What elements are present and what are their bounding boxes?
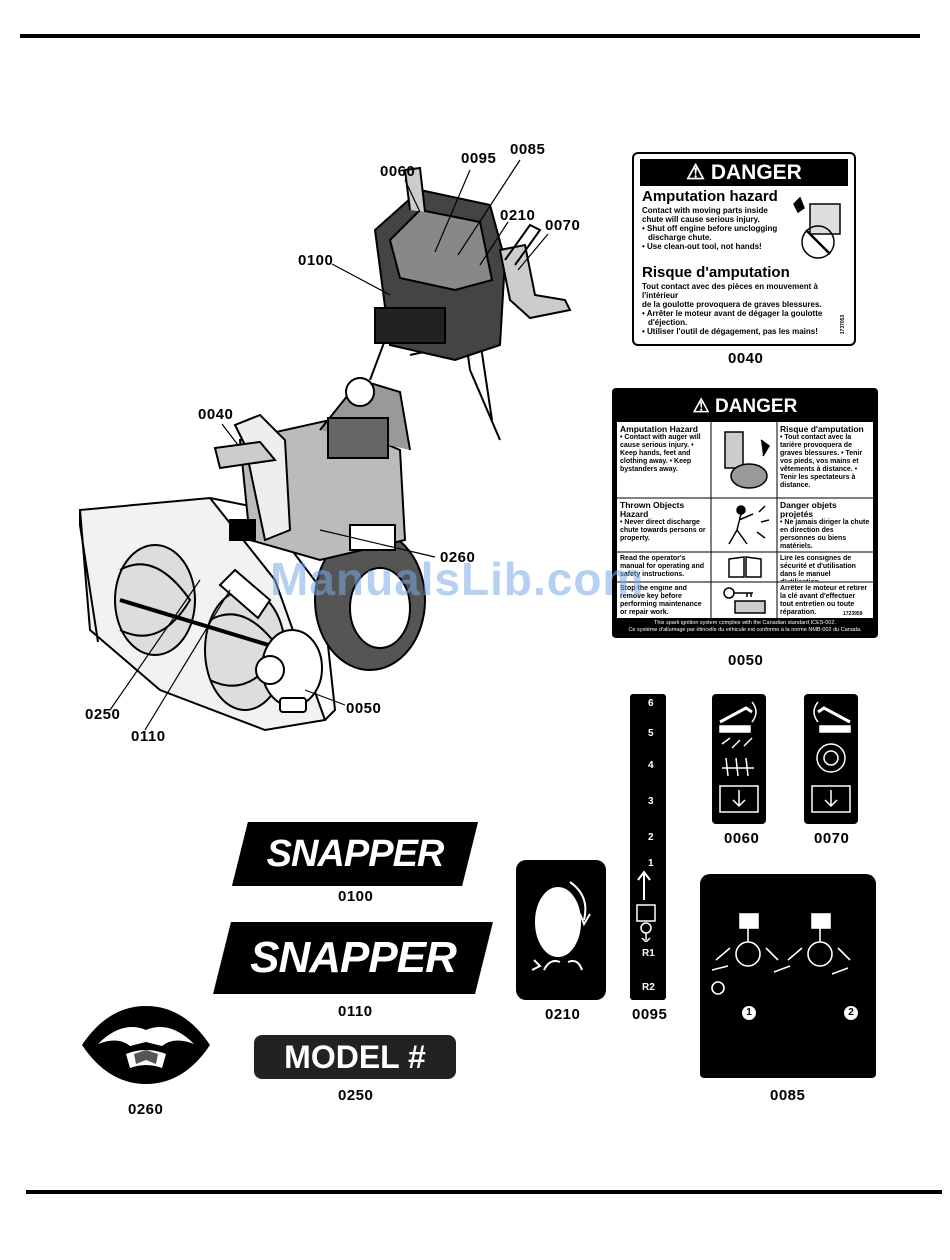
label-body: Amputation Hazard• Contact with auger wi… [617, 422, 873, 618]
amp-en-cell: Amputation Hazard• Contact with auger wi… [620, 425, 701, 473]
snowblower-illustration [78, 159, 572, 732]
part-label-0060: 0060 [380, 163, 416, 180]
part-label-0100-decal: 0100 [338, 888, 374, 905]
warning-triangle-icon: ⚠ [686, 161, 705, 184]
chute-rotation-decal-0210 [516, 860, 606, 1000]
part-label-0085: 0085 [510, 141, 546, 158]
en-text: Contact with moving parts inside chute w… [642, 206, 778, 251]
part-label-0210-decal: 0210 [545, 1006, 581, 1023]
bottom-rule [26, 1190, 942, 1194]
part-label-0260-decal: 0260 [128, 1101, 164, 1118]
watermark: ManualsLib.com [270, 553, 645, 605]
tick-2: 2 [648, 832, 654, 843]
part-label-0095: 0095 [461, 150, 497, 167]
part-label-0260: 0260 [440, 549, 476, 566]
forward-arrow-icon [637, 870, 651, 900]
dashboard-controls-icon [711, 913, 851, 995]
reverse-r2: R2 [642, 982, 655, 993]
part-label-0100: 0100 [298, 252, 334, 269]
dashboard-decal-0085: 1 2 [700, 874, 876, 1078]
tick-1: 1 [648, 858, 654, 869]
operator-icon [636, 904, 656, 942]
part-label-0110-decal: 0110 [338, 1003, 373, 1020]
part-label-0110: 0110 [131, 728, 166, 745]
part-label-0050-decal: 0050 [728, 652, 764, 669]
part-label-0070: 0070 [545, 217, 581, 234]
part-label-0060-decal: 0060 [724, 830, 760, 847]
fr-text: Tout contact avec des pièces en mouvemen… [642, 282, 823, 336]
step-1-badge: 1 [742, 1006, 756, 1020]
reverse-r1: R1 [642, 948, 655, 959]
danger-header: ⚠ DANGER [640, 159, 848, 186]
label-footer: This spark ignition system complies with… [628, 620, 862, 633]
label-grid [617, 422, 873, 618]
manual-book-icon [728, 556, 762, 578]
part-label-0095-decal: 0095 [632, 1006, 668, 1023]
read-fr-cell: Lire les consignes de sécurité et d'util… [780, 555, 856, 581]
label-code: 1737053 [840, 314, 847, 335]
tick-5: 5 [648, 728, 654, 739]
part-label-0210: 0210 [500, 207, 536, 224]
tick-6: 6 [648, 698, 654, 709]
thrown-objects-icon [728, 505, 770, 545]
drive-control-decal-0070 [804, 694, 858, 824]
danger-label-0050: ⚠ DANGER Amputation Hazard• Contact with… [612, 388, 878, 638]
snapper-logo-0100: SNAPPER [232, 822, 478, 886]
part-label-0040: 0040 [198, 406, 234, 423]
part-label-0040-decal: 0040 [728, 350, 764, 367]
danger-header: ⚠ DANGER [692, 396, 798, 417]
label-code: 1723959 [843, 611, 863, 617]
stop-fr-cell: Arrêter le moteur et retirer la clé avan… [780, 585, 868, 616]
thr-fr-cell: Danger objets projetés• Ne jamais dirige… [780, 501, 870, 550]
part-label-0050: 0050 [346, 700, 382, 717]
auger-control-decal-0060 [712, 694, 766, 824]
part-label-0085-decal: 0085 [770, 1087, 806, 1104]
part-label-0070-decal: 0070 [814, 830, 850, 847]
tick-4: 4 [648, 760, 654, 771]
auger-lever-icon [719, 701, 759, 813]
thr-en-cell: Thrown Objects Hazard• Never direct disc… [620, 501, 706, 542]
chute-rotation-icon [531, 881, 591, 971]
fr-title: Risque d'amputation [642, 264, 790, 281]
read-en-cell: Read the operator's manual for operating… [620, 555, 705, 578]
en-title: Amputation hazard [642, 188, 778, 205]
stop-en-cell: Stop the engine and remove key before pe… [620, 585, 702, 616]
model-number-plate-0250: MODEL # [254, 1035, 456, 1079]
auger-hazard-icon [724, 431, 770, 489]
warning-triangle-icon: ⚠ [692, 396, 710, 417]
key-removal-icon [723, 587, 766, 614]
danger-label-0040: ⚠ DANGER Amputation hazard Contact with … [632, 152, 856, 346]
top-rule [20, 34, 920, 38]
tick-3: 3 [648, 796, 654, 807]
chute-hand-hazard-icon [793, 196, 841, 259]
step-2-badge: 2 [844, 1006, 858, 1020]
speed-scale-decal-0095: 6 5 4 3 2 1 R1 R2 [630, 694, 666, 1000]
drive-lever-icon [811, 701, 851, 813]
part-label-0250: 0250 [85, 706, 121, 723]
snapper-logo-0110: SNAPPER [213, 922, 493, 994]
part-label-0250-decal: 0250 [338, 1087, 374, 1104]
snapper-emblem-0260 [82, 1006, 210, 1084]
amp-fr-cell: Risque d'amputation• Tout contact avec l… [780, 425, 864, 489]
